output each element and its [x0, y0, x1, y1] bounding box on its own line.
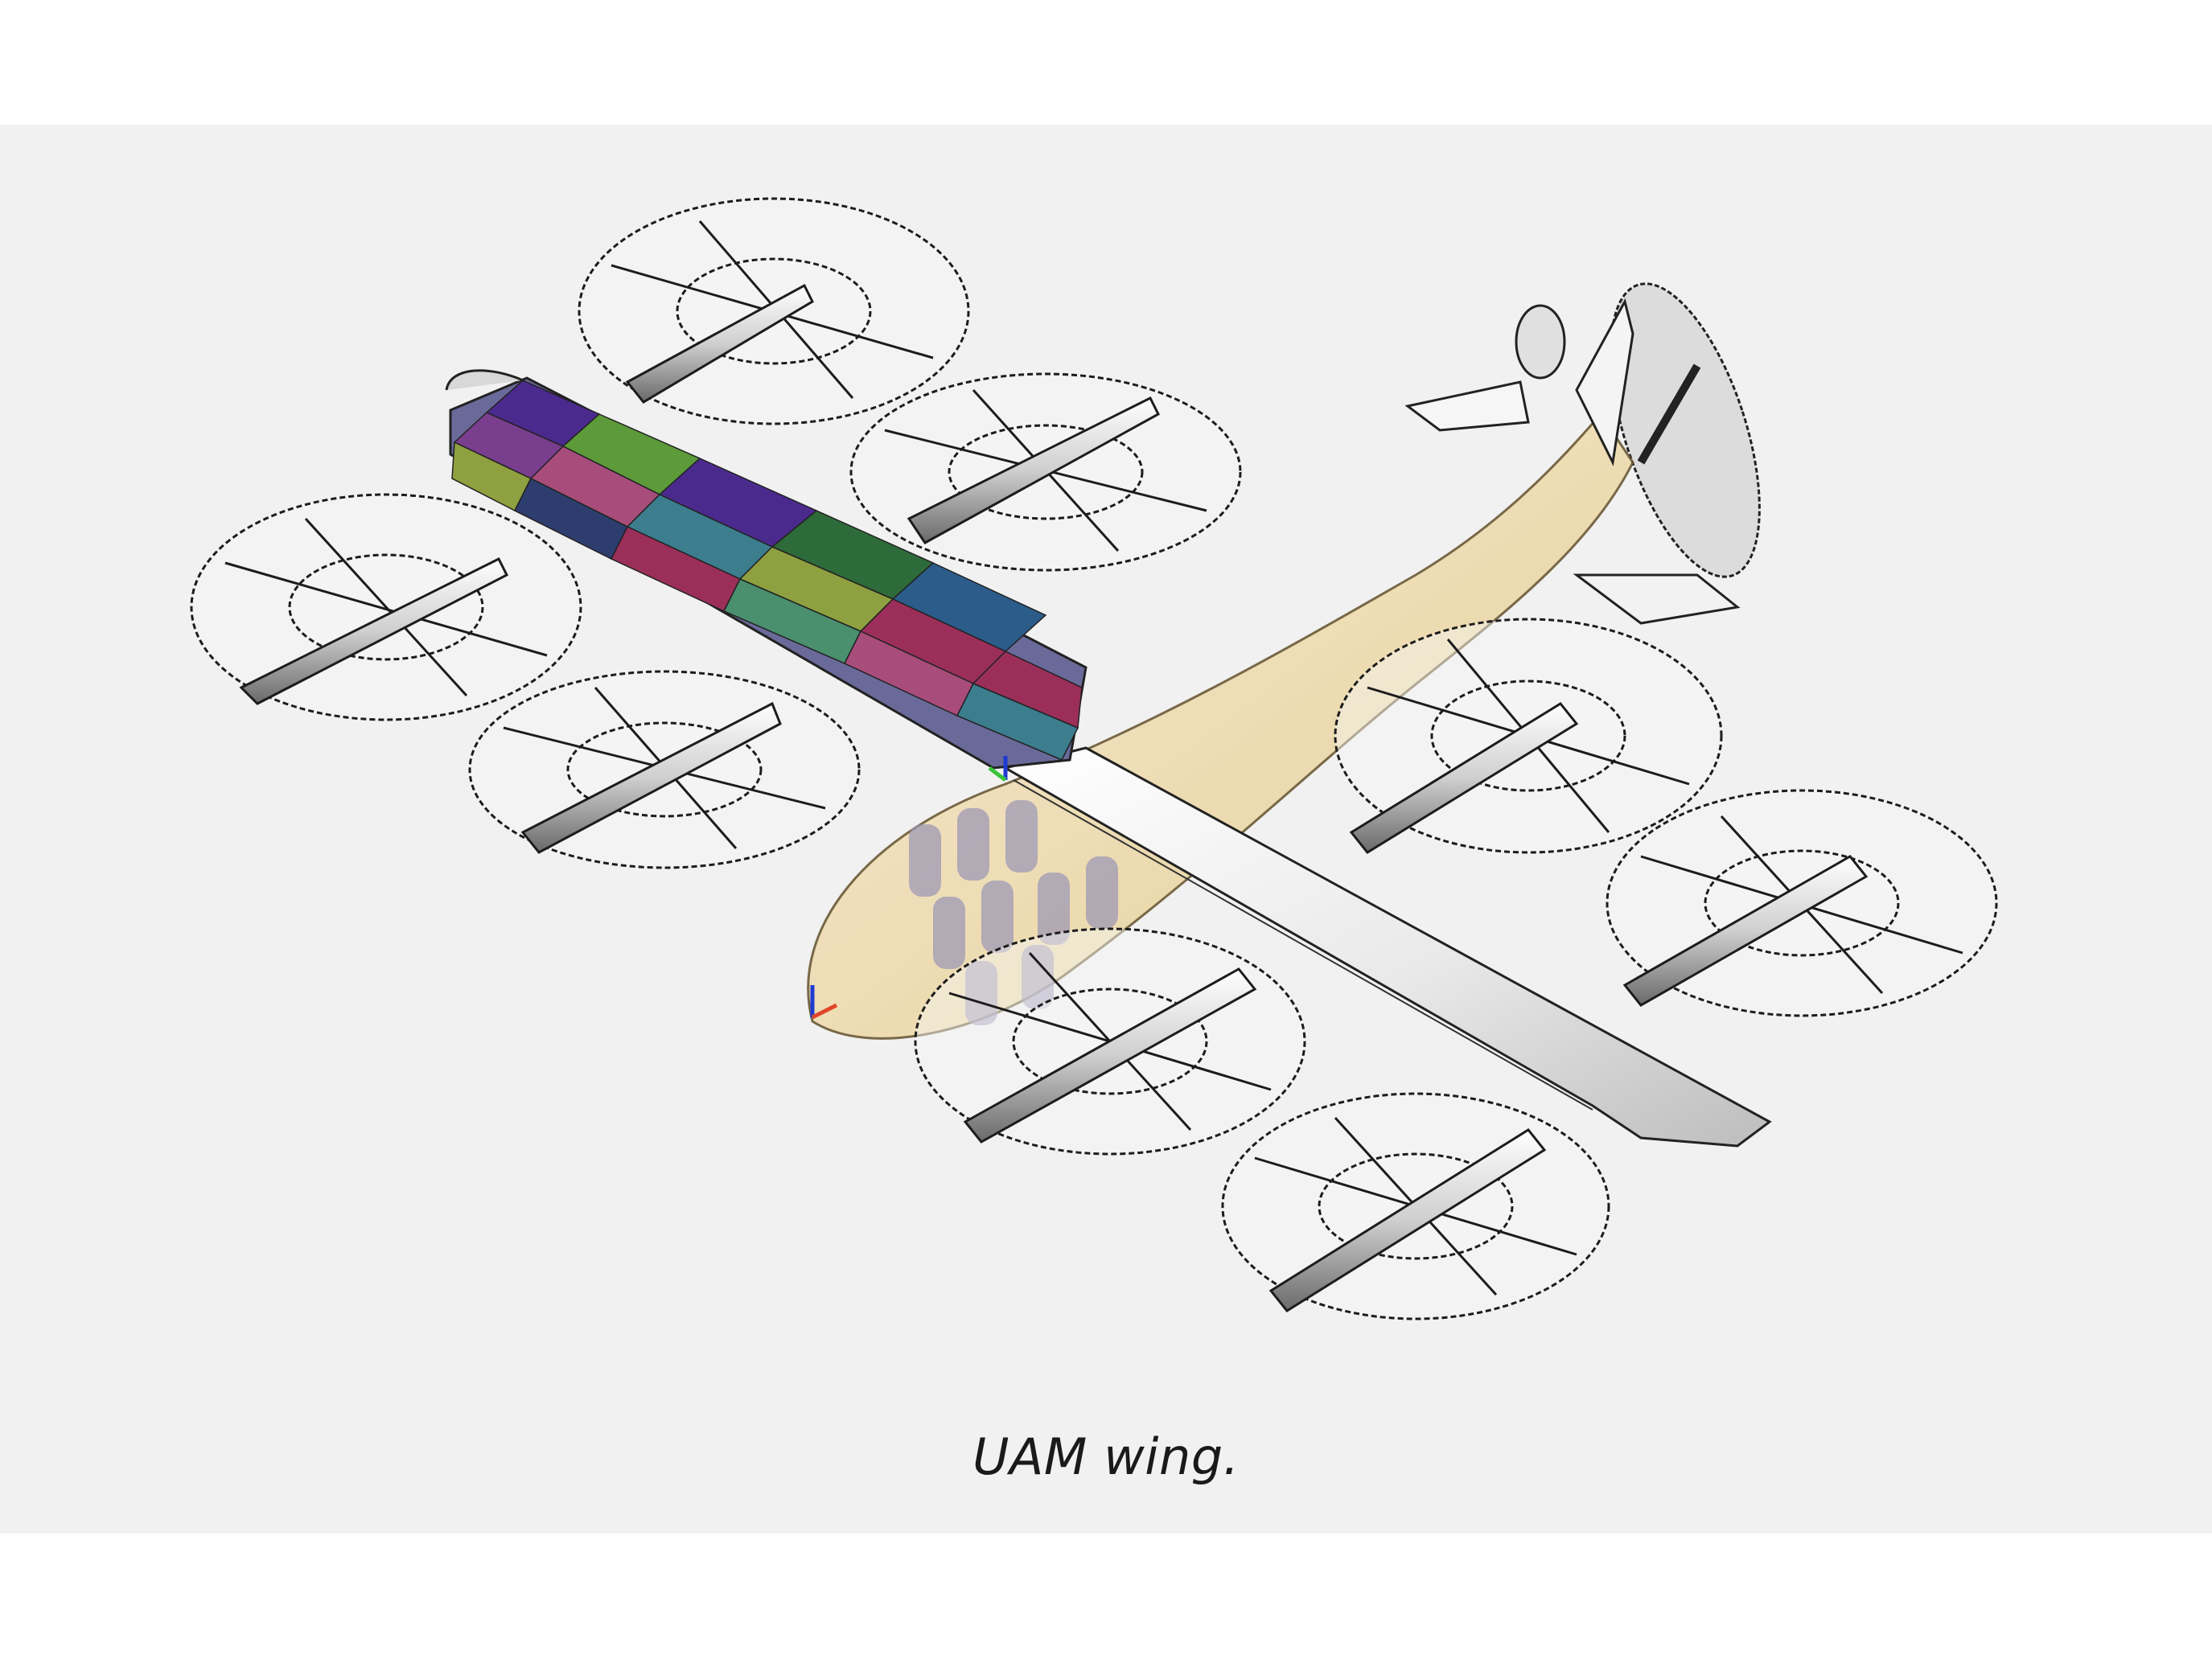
axis-triad-icon [810, 756, 1008, 1020]
figure-caption: UAM wing. [972, 1427, 1240, 1486]
tail-propeller [1610, 282, 1761, 578]
figure-panel: UAM wing. [0, 125, 2212, 1534]
left-wing-mesh [445, 369, 1087, 770]
fuselage [807, 298, 1741, 1040]
motor-pods [239, 283, 1869, 1312]
mesh-panels [451, 380, 1083, 761]
passenger-seats [909, 800, 1118, 1025]
right-wing [1002, 746, 1772, 1148]
uam-aircraft-illustration [190, 197, 1998, 1320]
